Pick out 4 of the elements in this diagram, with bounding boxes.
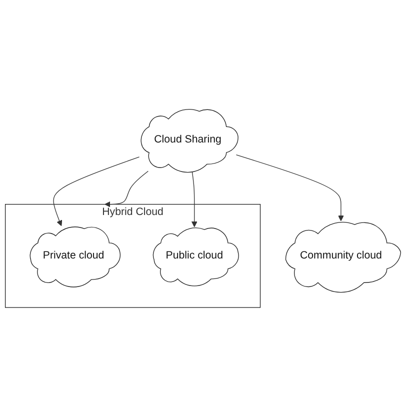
- arrow: [104, 170, 148, 207]
- arrow: [53, 156, 140, 226]
- arrow: [191, 170, 198, 227]
- arrow: [236, 154, 344, 221]
